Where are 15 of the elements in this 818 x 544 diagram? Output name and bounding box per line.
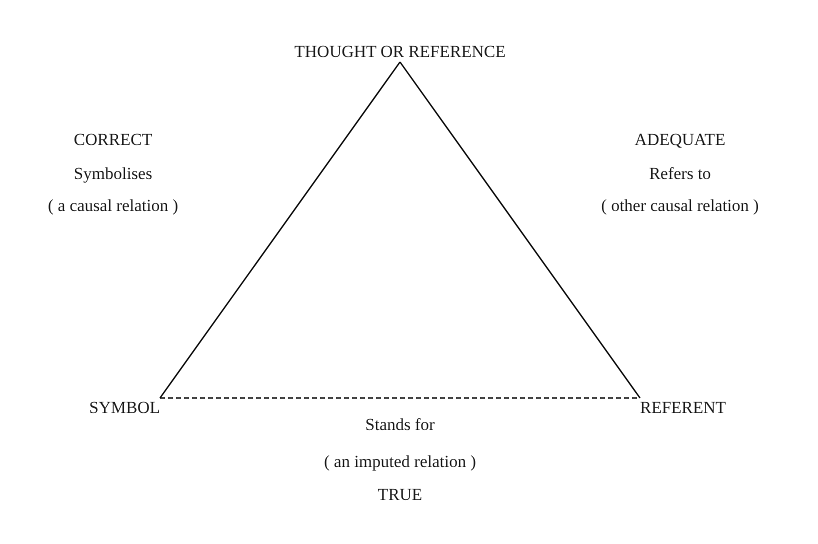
relation-type: ( other causal relation ) [601,196,759,216]
dashed-line [160,397,640,399]
relation-name: ADEQUATE [634,130,726,150]
triangle-side [399,62,641,398]
vertex-label: SYMBOL [89,398,160,418]
triangle-side [159,62,401,398]
relation-type: ( an imputed relation ) [324,452,476,472]
relation-name: CORRECT [74,130,152,150]
relation-name: TRUE [378,485,422,505]
vertex-label: THOUGHT OR REFERENCE [294,42,506,62]
relation-verb: Stands for [365,415,435,435]
relation-verb: Symbolises [74,164,152,184]
relation-verb: Refers to [649,164,711,184]
relation-type: ( a causal relation ) [48,196,178,216]
vertex-label: REFERENT [640,398,726,418]
